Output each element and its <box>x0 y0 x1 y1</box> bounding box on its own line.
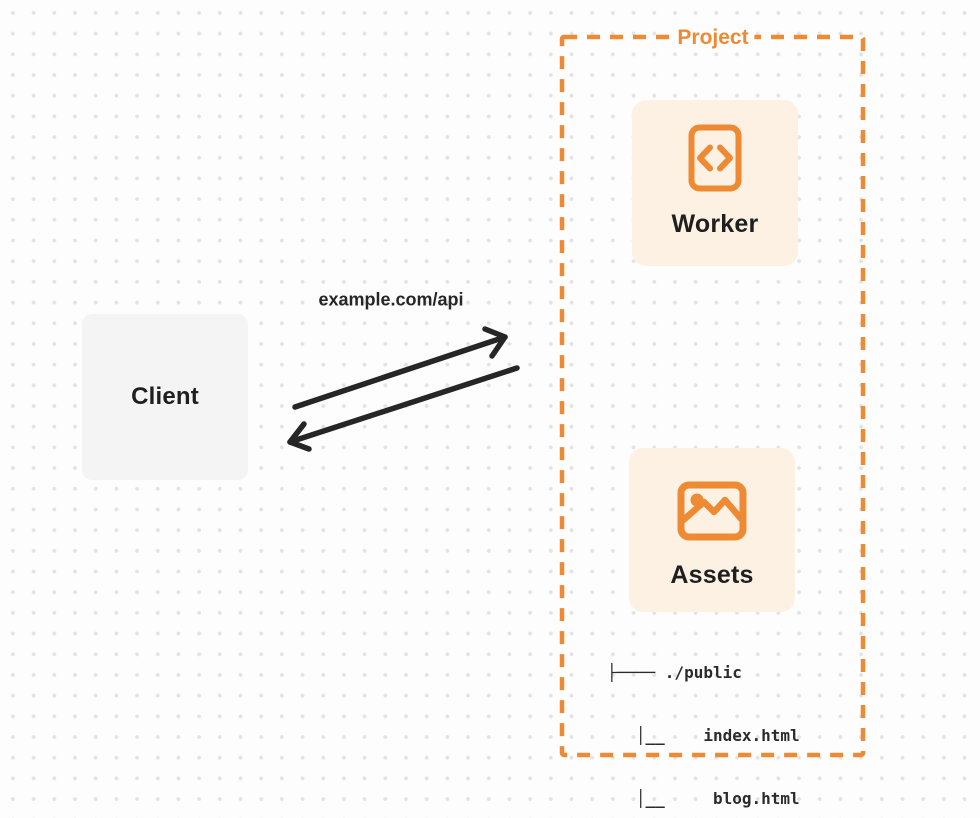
project-label: Project <box>671 26 755 50</box>
client-label: Client <box>131 383 199 410</box>
client-card: Client <box>82 314 248 480</box>
file-tree-line-blog: │__ blog.html <box>607 789 800 808</box>
assets-card: Assets <box>629 448 795 612</box>
response-arrow <box>287 365 520 452</box>
assets-label: Assets <box>670 561 754 589</box>
image-icon <box>677 481 747 541</box>
code-file-icon <box>688 124 742 192</box>
request-url-label: example.com/api <box>318 289 464 310</box>
file-tree-line-public: ├──── ./public <box>607 663 742 682</box>
worker-label: Worker <box>671 210 759 238</box>
file-tree-line-index: │__ index.html <box>607 726 800 745</box>
worker-card: Worker <box>632 100 798 266</box>
request-arrow <box>292 326 508 410</box>
file-tree: ├──── ./public │__ index.html │__ blog.h… <box>607 620 800 818</box>
